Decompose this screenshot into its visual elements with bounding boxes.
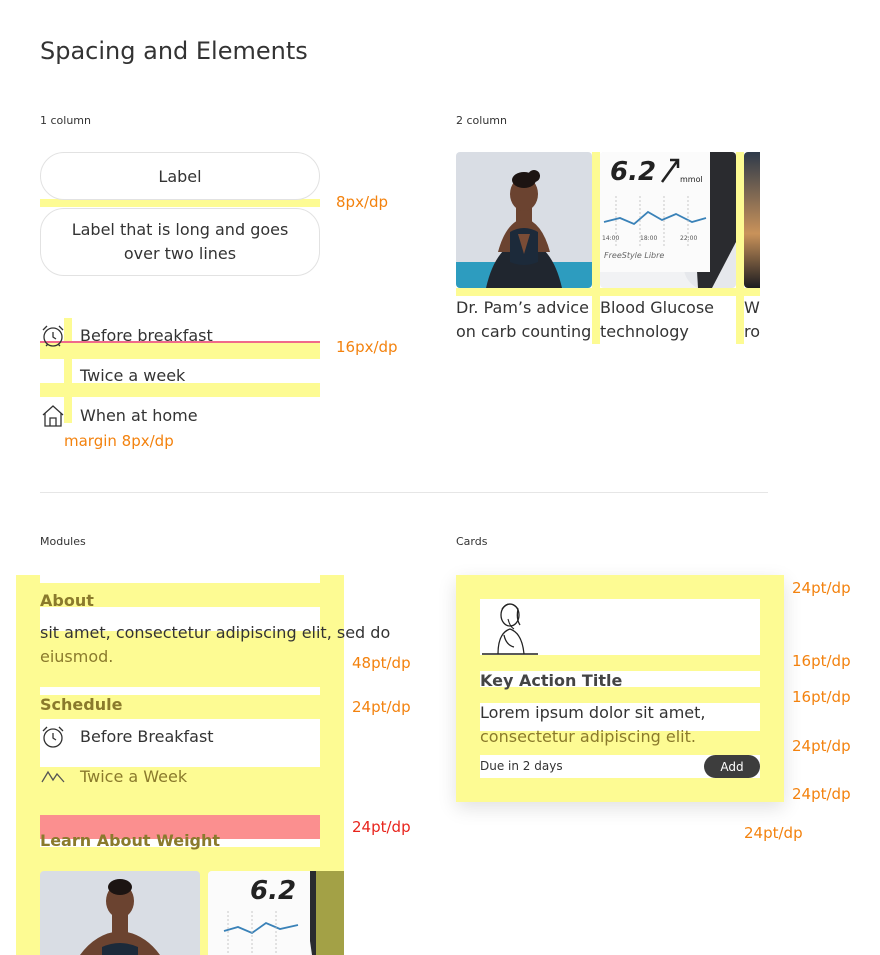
card-inner-area bbox=[480, 671, 760, 687]
card-footer bbox=[480, 755, 760, 778]
section-label-2-column: 2 column bbox=[456, 114, 507, 127]
spacing-highlight bbox=[40, 199, 320, 207]
long-label-pill-button[interactable]: Label that is long and goes over two lin… bbox=[40, 208, 320, 276]
module-inner-area bbox=[40, 575, 320, 583]
long-label-pill-text: Label that is long and goes over two lin… bbox=[71, 220, 289, 263]
spacing-highlight bbox=[456, 288, 760, 296]
annotation-pill-gap: 8px/dp bbox=[336, 193, 389, 211]
svg-text:6.2: 6.2 bbox=[610, 157, 656, 187]
svg-text:FreeStyle Libre: FreeStyle Libre bbox=[604, 251, 664, 260]
gutter-highlight bbox=[736, 152, 744, 344]
svg-text:14:00: 14:00 bbox=[602, 235, 619, 242]
icon-margin-highlight bbox=[64, 318, 72, 423]
schedule-heading: Schedule bbox=[40, 695, 123, 714]
about-text: sit amet, consectetur adipiscing elit, s… bbox=[40, 623, 391, 642]
svg-text:6.2: 6.2 bbox=[250, 876, 296, 906]
activity-icon bbox=[41, 770, 65, 783]
card-image-area bbox=[480, 599, 760, 655]
about-text: eiusmod. bbox=[40, 647, 114, 666]
card-title: Key Action Title bbox=[480, 671, 623, 690]
label-pill-button[interactable]: Label bbox=[40, 152, 320, 200]
row-gap-highlight bbox=[40, 343, 320, 359]
module-inner-area bbox=[40, 719, 320, 767]
meditation-photo bbox=[456, 152, 592, 288]
section-label-cards: Cards bbox=[456, 535, 488, 548]
annotation-module-gap: 24pt/dp bbox=[352, 818, 411, 836]
schedule-item-label: Before Breakfast bbox=[80, 727, 214, 746]
alarm-clock-icon bbox=[42, 325, 64, 347]
list-item-label: Before breakfast bbox=[80, 326, 213, 345]
svg-text:mmol: mmol bbox=[680, 175, 703, 184]
landscape-photo bbox=[744, 152, 760, 288]
learn-heading: Learn About Weight bbox=[40, 831, 221, 850]
module-inner-area bbox=[40, 607, 320, 631]
glucose-meter-photo: 6.2 bbox=[208, 871, 344, 955]
due-date-label: Due in 2 days bbox=[480, 759, 563, 773]
svg-text:22:00: 22:00 bbox=[680, 235, 697, 242]
card-inner-area bbox=[480, 703, 760, 731]
list-item-label: Twice a week bbox=[80, 366, 186, 385]
person-illustration-icon bbox=[482, 603, 538, 655]
section-divider bbox=[40, 492, 768, 493]
annotation-card-gap: 24pt/dp bbox=[792, 579, 851, 597]
list-item-label: When at home bbox=[80, 406, 198, 425]
annotation-card-gap: 24pt/dp bbox=[792, 785, 851, 803]
section-label-modules: Modules bbox=[40, 535, 86, 548]
annotation-module-gap: 48pt/dp bbox=[352, 654, 411, 672]
add-button[interactable]: Add bbox=[704, 755, 760, 778]
annotation-module-gap: 24pt/dp bbox=[352, 698, 411, 716]
home-icon bbox=[42, 405, 64, 427]
glucose-meter-photo: 6.2 mmol 14:00 18:00 22:00 FreeStyle Lib… bbox=[600, 152, 736, 288]
module-inner-area bbox=[40, 839, 320, 847]
about-heading: About bbox=[40, 591, 94, 610]
svg-text:18:00: 18:00 bbox=[640, 235, 657, 242]
page-title: Spacing and Elements bbox=[40, 37, 308, 65]
meditation-photo bbox=[40, 871, 200, 955]
module-inner-area bbox=[40, 687, 320, 695]
section-gap-highlight bbox=[40, 815, 320, 839]
alarm-clock-icon bbox=[42, 726, 64, 748]
annotation-card-gap: 16pt/dp bbox=[792, 688, 851, 706]
label-pill-text: Label bbox=[158, 166, 202, 186]
gutter-highlight bbox=[592, 152, 600, 344]
annotation-card-gap: 24pt/dp bbox=[792, 737, 851, 755]
card-body-text: Lorem ipsum dolor sit amet, bbox=[480, 703, 706, 722]
annotation-icon-margin: margin 8px/dp bbox=[64, 432, 174, 450]
schedule-item-label: Twice a Week bbox=[80, 767, 188, 786]
section-label-1-column: 1 column bbox=[40, 114, 91, 127]
card-body-text: consectetur adipiscing elit. bbox=[480, 727, 696, 746]
row-gap-highlight bbox=[40, 383, 320, 397]
annotation-card-gap: 16pt/dp bbox=[792, 652, 851, 670]
annotation-card-gap: 24pt/dp bbox=[744, 824, 803, 842]
baseline-guide bbox=[40, 341, 320, 343]
annotation-row-gap: 16px/dp bbox=[336, 338, 398, 356]
